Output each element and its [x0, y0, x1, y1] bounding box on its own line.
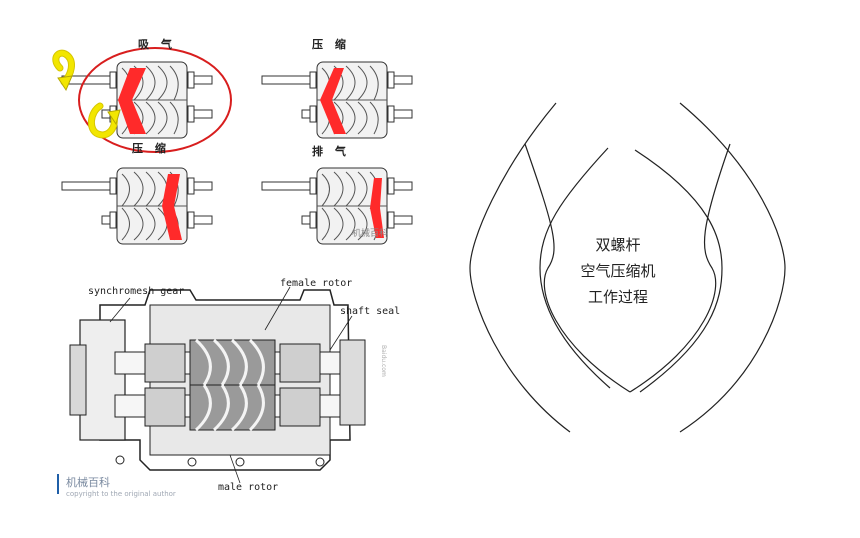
brand-watermark: 机械百科 [66, 476, 110, 489]
female-rotor-label: female rotor [280, 278, 353, 289]
rotation-arrow-icon [52, 49, 75, 92]
synchromesh-gear-label: synchromesh gear [88, 286, 185, 297]
watermark-top: 机械百科 [352, 229, 389, 239]
male-rotor-label: male rotor [218, 482, 279, 493]
intake-label: 吸 气 [138, 38, 176, 51]
rotation-arrow-icon [88, 102, 121, 139]
title-line-3: 工作过程 [587, 288, 648, 306]
diagram-title: 双螺杆 空气压缩机 工作过程 [560, 232, 676, 310]
title-line-2: 空气压缩机 [580, 262, 656, 280]
compress-label: 压 缩 [132, 142, 170, 155]
exhaust-label: 排 气 [312, 145, 350, 158]
compress-label: 压 缩 [312, 38, 350, 51]
rotor-unit-exhaust [261, 167, 413, 245]
compressor-cross-section [69, 286, 366, 484]
twin-screw-outline [469, 102, 786, 433]
red-chamber-highlight [370, 178, 384, 238]
rotor-unit-intake [61, 61, 213, 139]
red-chamber-highlight [162, 174, 182, 240]
shaft-seal-label: shaft seal [340, 306, 401, 317]
intake-highlight-ellipse [78, 47, 232, 153]
red-chamber-highlight [118, 68, 146, 134]
side-watermark: Baidu.com [380, 345, 387, 377]
copyright-watermark: copyright to the original author [66, 490, 176, 498]
title-line-1: 双螺杆 [595, 236, 641, 254]
rotor-unit-compress-2 [61, 167, 213, 245]
rotor-unit-compress-1 [261, 61, 413, 139]
red-chamber-highlight [320, 68, 346, 134]
